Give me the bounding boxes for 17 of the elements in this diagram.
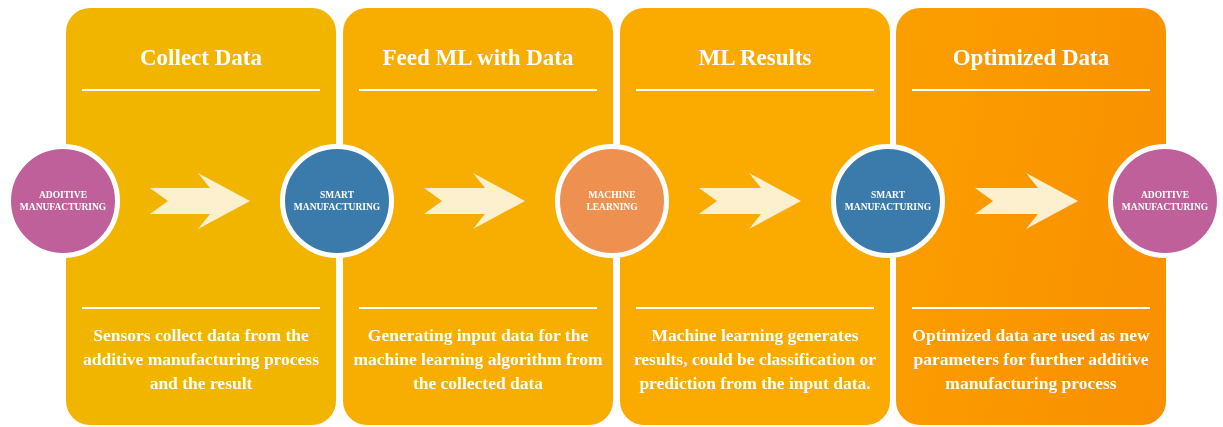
- stage-label: MACHINE LEARNING: [585, 189, 639, 213]
- stage-label: SMART MANUFACTURING: [292, 189, 382, 213]
- step-description: Generating input data for the machine learning algorithm from the collected data: [352, 324, 604, 395]
- block-arrow: [975, 173, 1078, 229]
- block-arrow: [424, 173, 525, 229]
- step-heading: ML Results: [697, 44, 813, 72]
- step-description: Sensors collect data from the additive manufacturing process and the result: [82, 324, 320, 395]
- step-heading: Optimized Data: [951, 44, 1111, 72]
- stage-label: SMART MANUFACTURING: [843, 189, 933, 213]
- step-heading: Feed ML with Data: [381, 44, 575, 72]
- step-heading: Collect Data: [139, 44, 263, 72]
- stage-label: ADOITIVE MANUFACTURING: [1120, 189, 1210, 213]
- stage-label: ADOITIVE MANUFACTURING: [18, 189, 108, 213]
- step-description: Optimized data are used as new parameters for further additive manufacturing process: [911, 324, 1151, 395]
- block-arrow: [150, 173, 250, 229]
- block-arrow: [699, 173, 801, 229]
- step-description: Machine learning generates results, could be classification or prediction from the input data.: [632, 324, 878, 395]
